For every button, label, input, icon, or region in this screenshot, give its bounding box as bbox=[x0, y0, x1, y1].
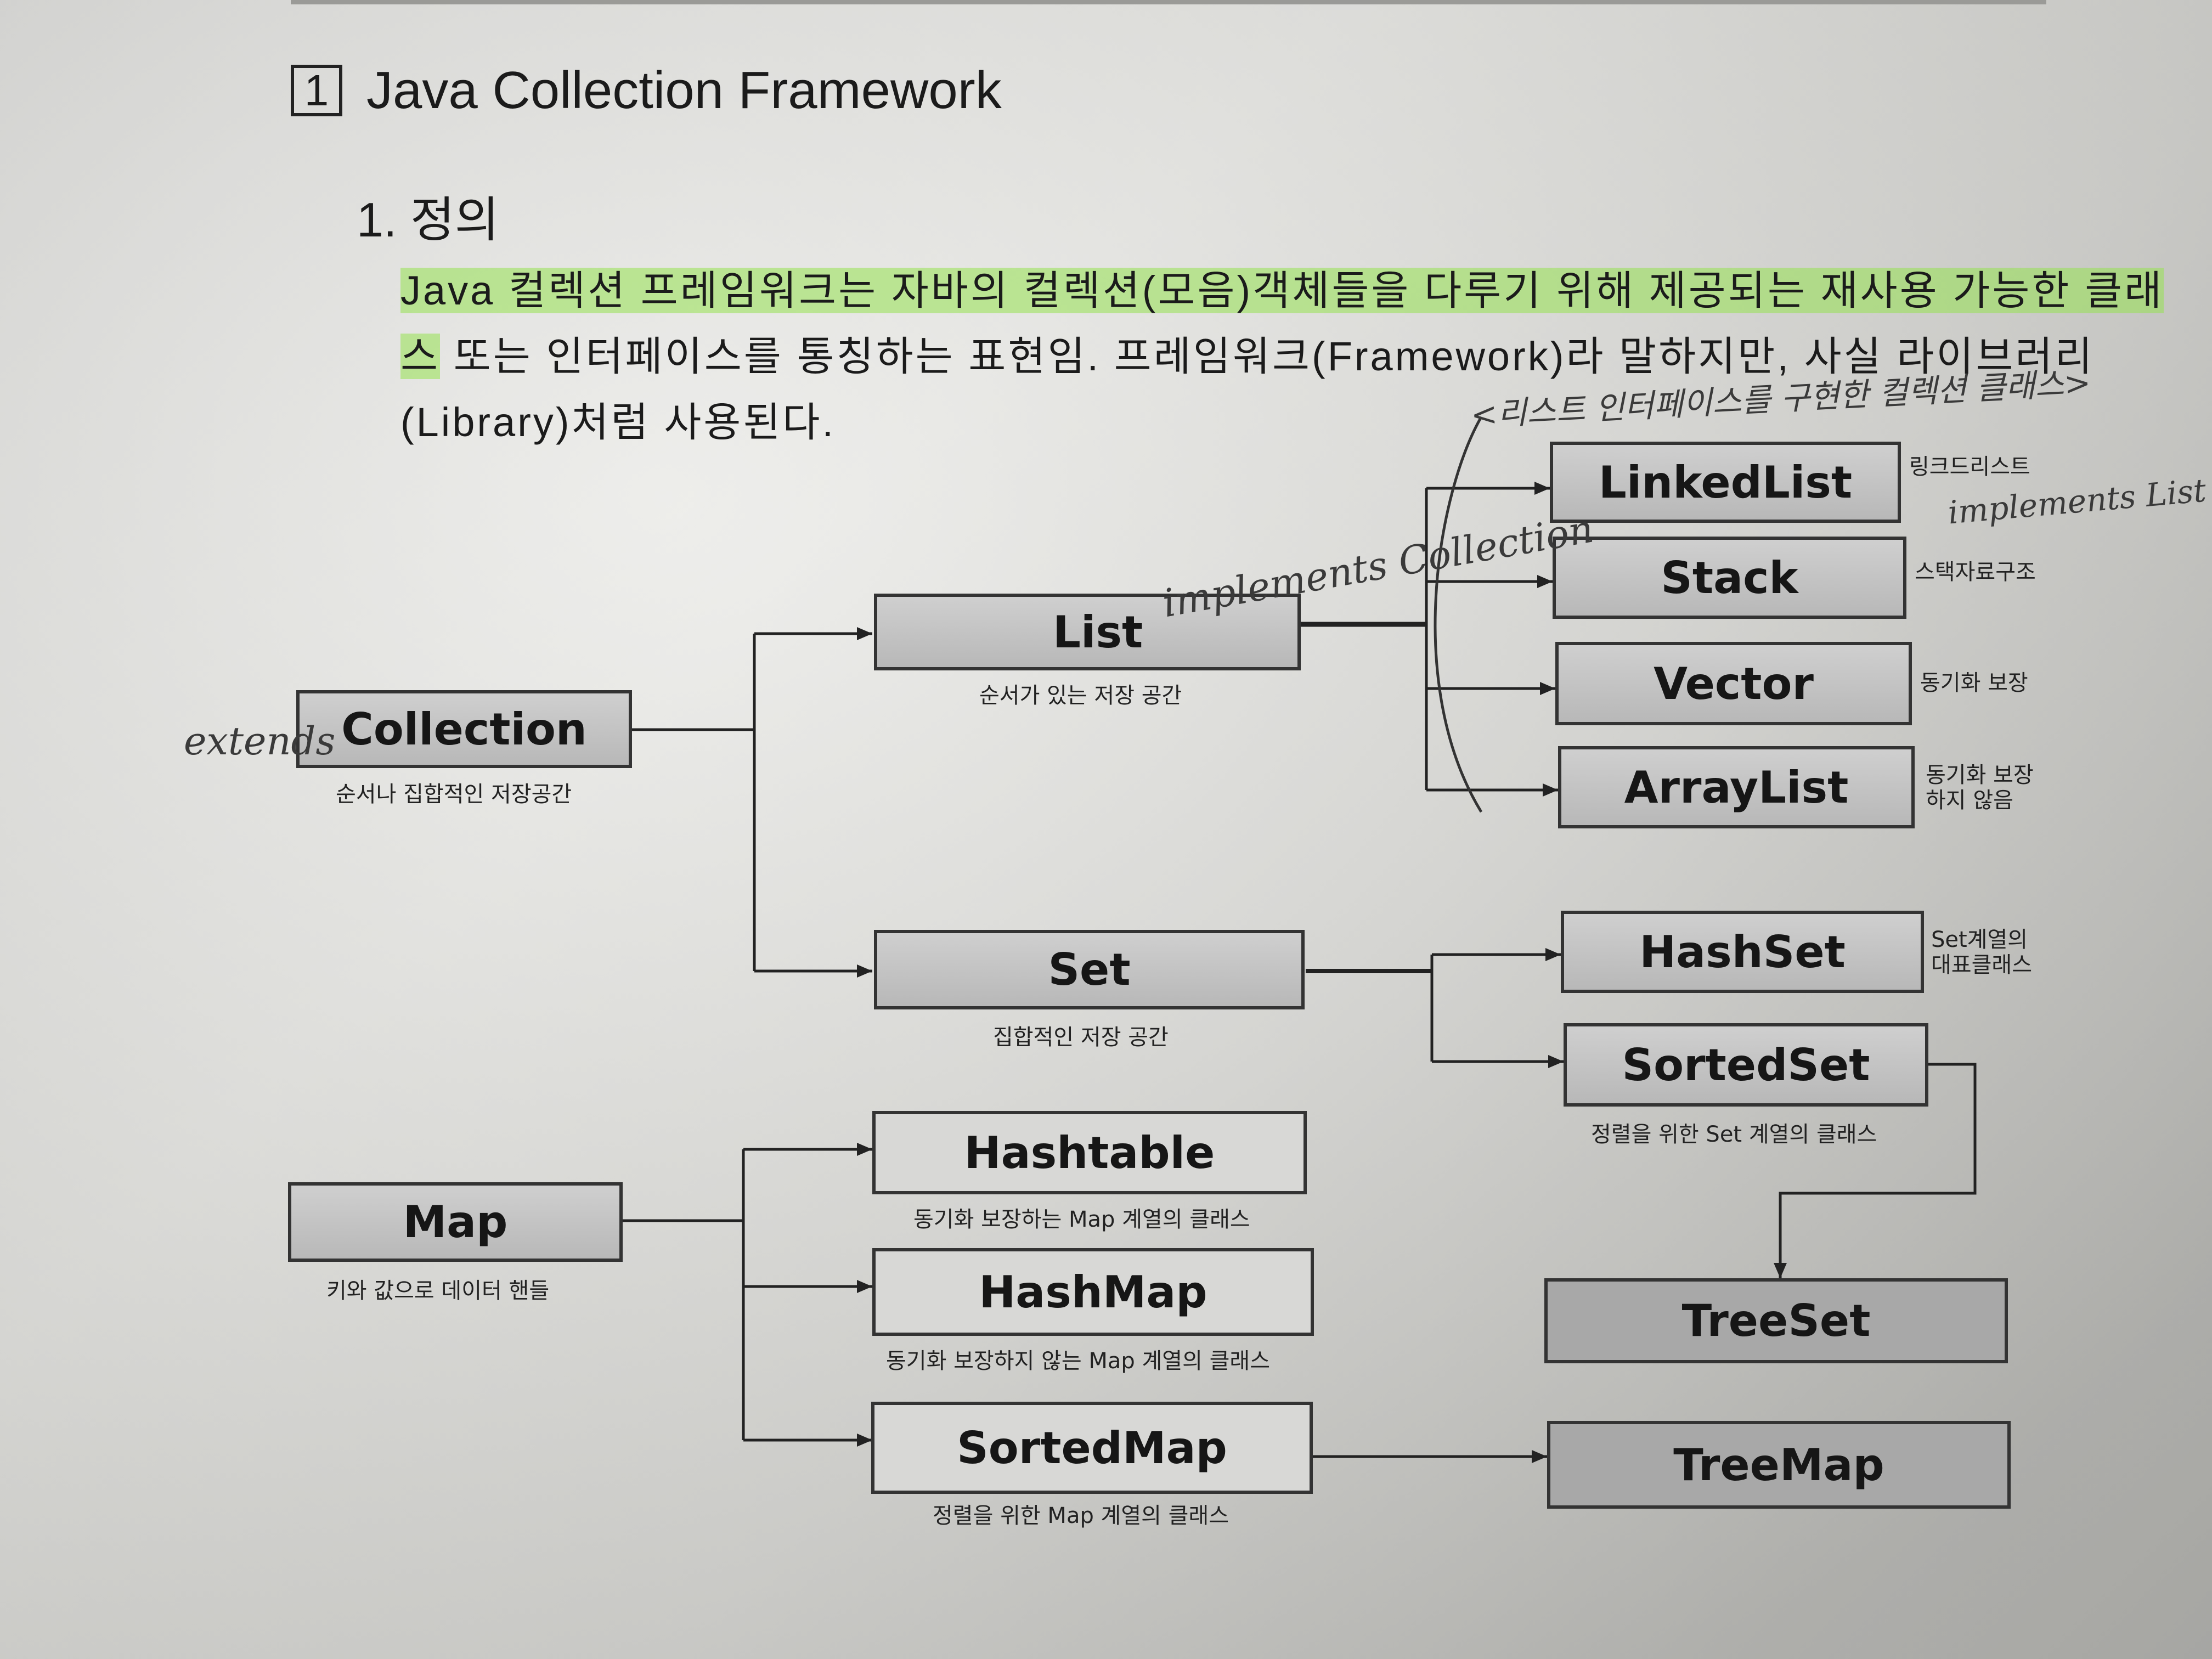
treemap-label: TreeMap bbox=[1673, 1439, 1884, 1491]
paragraph-line-1: Java 컬렉션 프레임워크는 자바의 컬렉션(모음)객체들을 다루기 위해 제… bbox=[400, 258, 2164, 317]
hashmap-box: HashMap bbox=[872, 1248, 1314, 1336]
paragraph-line-2: 스 또는 인터페이스를 통칭하는 표현임. 프레임워크(Framework)라 … bbox=[400, 324, 2112, 382]
collection-box: Collection bbox=[296, 690, 632, 768]
map-box: Map bbox=[288, 1182, 623, 1262]
hashset-note-line1: Set계열의 bbox=[1931, 927, 2028, 952]
set-box: Set bbox=[874, 930, 1305, 1009]
sortedset-caption: 정렬을 위한 Set 계열의 클래스 bbox=[1591, 1122, 1877, 1147]
linkedlist-note: 링크드리스트 bbox=[1909, 454, 2030, 479]
treeset-box: TreeSet bbox=[1544, 1278, 2008, 1363]
map-caption: 키와 값으로 데이터 핸들 bbox=[326, 1278, 550, 1304]
arraylist-label: ArrayList bbox=[1624, 761, 1849, 813]
treemap-box: TreeMap bbox=[1547, 1421, 2011, 1509]
stack-label: Stack bbox=[1661, 552, 1798, 603]
hashset-note: Set계열의 대표클래스 bbox=[1931, 927, 2032, 978]
stack-note: 스택자료구조 bbox=[1915, 560, 2036, 585]
hashmap-caption: 동기화 보장하지 않는 Map 계열의 클래스 bbox=[886, 1348, 1270, 1374]
hashtable-box: Hashtable bbox=[872, 1111, 1307, 1194]
hashtable-caption: 동기화 보장하는 Map 계열의 클래스 bbox=[913, 1207, 1250, 1232]
arraylist-note-line2: 하지 않음 bbox=[1926, 788, 2013, 813]
section-title: Java Collection Framework bbox=[366, 61, 1002, 120]
linkedlist-label: LinkedList bbox=[1598, 456, 1853, 508]
list-caption: 순서가 있는 저장 공간 bbox=[979, 683, 1182, 708]
sortedset-label: SortedSet bbox=[1622, 1039, 1870, 1091]
handwritten-extends: extends bbox=[184, 719, 336, 764]
sortedset-box: SortedSet bbox=[1564, 1023, 1928, 1107]
section-number: 1 bbox=[291, 65, 342, 116]
collection-caption: 순서나 집합적인 저장공간 bbox=[336, 782, 572, 807]
arraylist-box: ArrayList bbox=[1558, 746, 1915, 828]
set-label: Set bbox=[1048, 944, 1131, 995]
map-label: Map bbox=[403, 1197, 508, 1248]
paragraph-text: 또는 인터페이스를 통칭하는 표현임. 프레임워크(Framework)라 말하… bbox=[440, 334, 2095, 379]
section-heading: 1 Java Collection Framework bbox=[291, 60, 1002, 121]
arraylist-note-line1: 동기화 보장 bbox=[1926, 763, 2034, 788]
list-box: List bbox=[874, 594, 1301, 670]
stack-box: Stack bbox=[1553, 537, 1906, 619]
sortedmap-label: SortedMap bbox=[957, 1422, 1227, 1474]
sortedmap-box: SortedMap bbox=[871, 1402, 1313, 1494]
highlighted-text: 스 bbox=[400, 334, 441, 379]
hashtable-label: Hashtable bbox=[964, 1127, 1215, 1178]
paragraph-line-3: (Library)처럼 사용된다. bbox=[400, 399, 836, 445]
hashset-label: HashSet bbox=[1639, 926, 1846, 978]
top-rule bbox=[291, 0, 2046, 4]
highlighted-text: Java 컬렉션 프레임워크는 자바의 컬렉션(모음)객체들을 다루기 위해 제… bbox=[400, 268, 2164, 313]
treeset-label: TreeSet bbox=[1681, 1295, 1871, 1346]
collection-label: Collection bbox=[341, 703, 587, 755]
hashset-note-line2: 대표클래스 bbox=[1931, 952, 2032, 978]
hashmap-label: HashMap bbox=[979, 1266, 1207, 1318]
vector-box: Vector bbox=[1555, 642, 1912, 725]
sortedmap-caption: 정렬을 위한 Map 계열의 클래스 bbox=[933, 1503, 1229, 1528]
hashset-box: HashSet bbox=[1561, 911, 1924, 993]
subsection-title: 1. 정의 bbox=[357, 193, 499, 247]
vector-label: Vector bbox=[1654, 658, 1814, 709]
linkedlist-box: LinkedList bbox=[1550, 442, 1901, 523]
list-label: List bbox=[1053, 606, 1143, 658]
set-caption: 집합적인 저장 공간 bbox=[993, 1025, 1169, 1050]
vector-note: 동기화 보장 bbox=[1920, 670, 2028, 696]
arraylist-note: 동기화 보장 하지 않음 bbox=[1926, 763, 2034, 813]
